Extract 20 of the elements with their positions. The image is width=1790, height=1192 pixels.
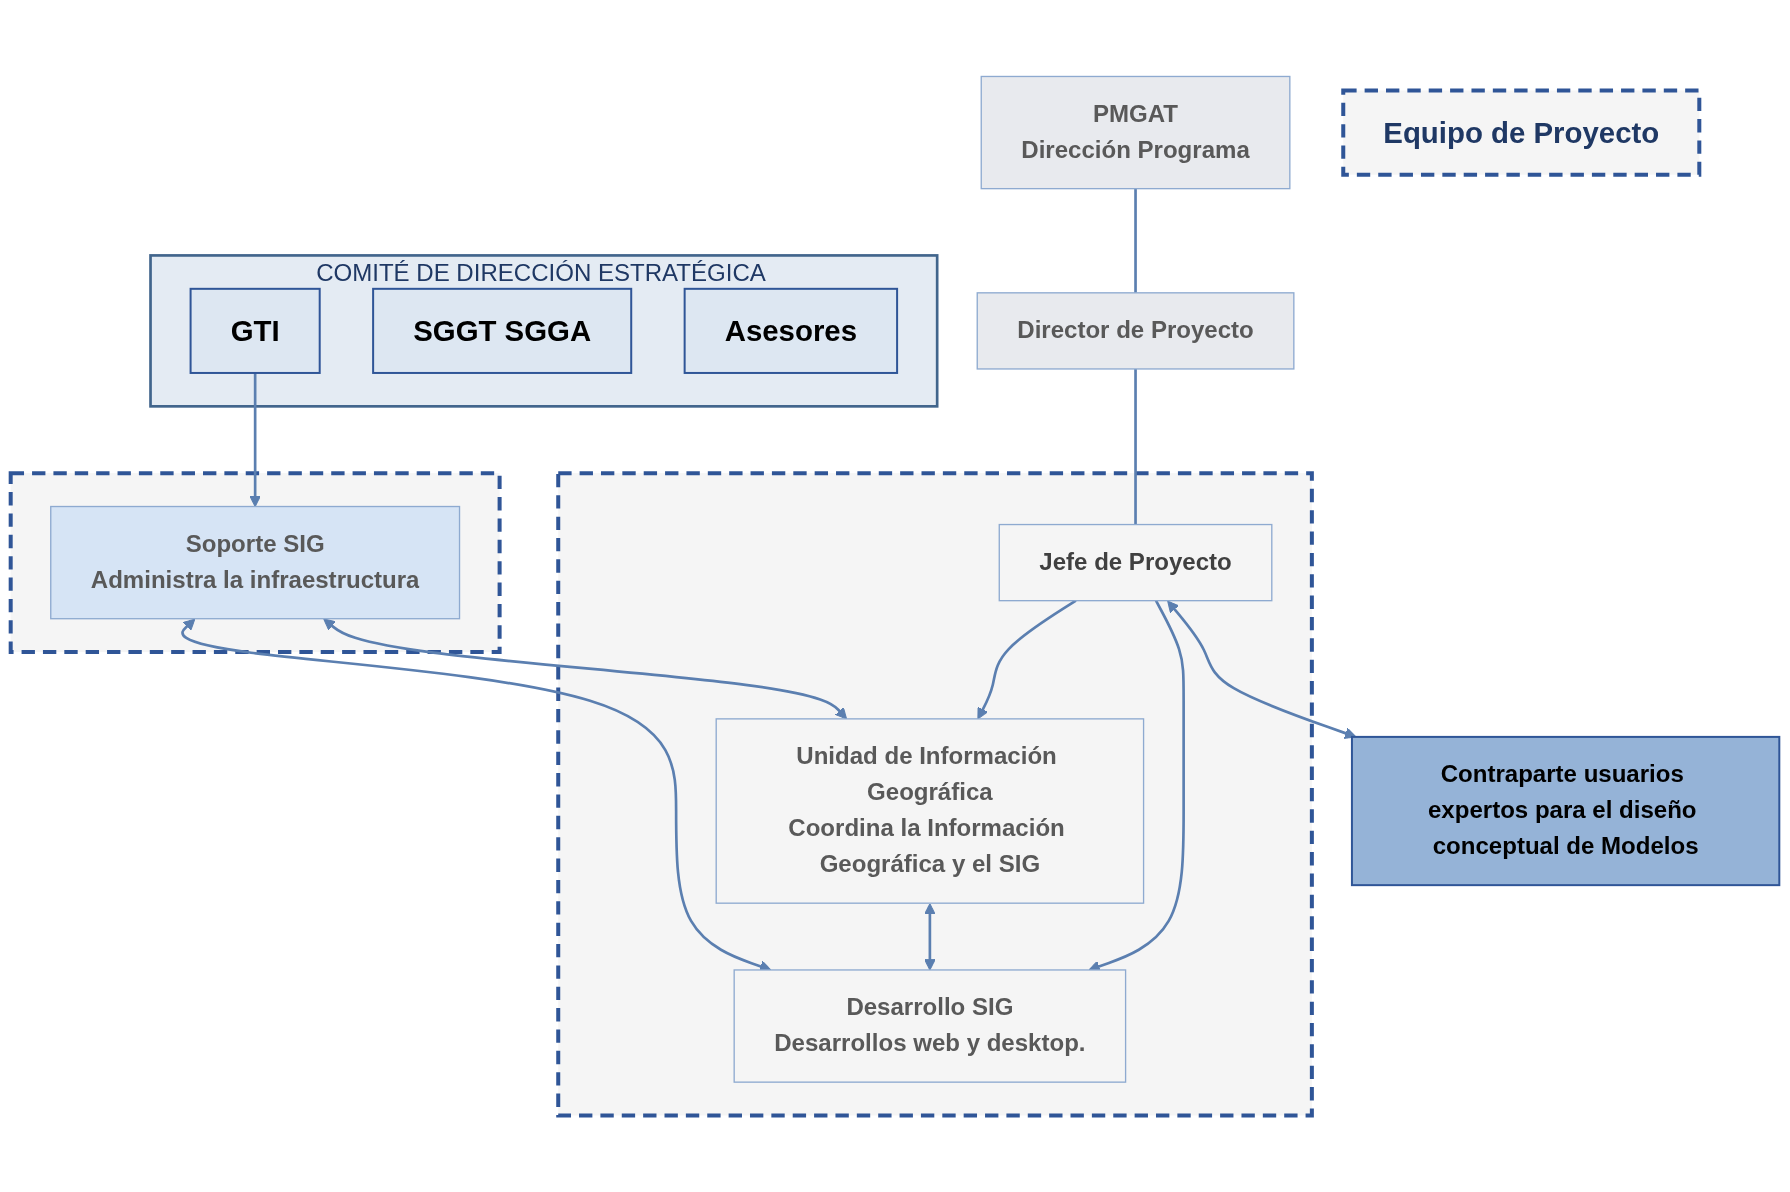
node-box: GTI: [189, 287, 321, 374]
node-box: Unidad de Información Geográfica Coordina la Información Geográfica y el SIG: [715, 718, 1145, 904]
node-box: Soporte SIG Administra la infraestructura: [50, 505, 461, 620]
node-box: Director de Proyecto: [976, 292, 1295, 370]
arrow: [1167, 600, 1357, 739]
node-box: Jefe de Proyecto: [998, 523, 1273, 602]
arrow: [977, 599, 1077, 720]
node-box: Asesores: [683, 287, 899, 374]
cluster: [556, 471, 1314, 1118]
connector: [1134, 188, 1137, 293]
node-box: Contraparte usuarios expertos para el diseño conceptual de Modelos: [1350, 735, 1781, 887]
arrow: [323, 618, 848, 720]
cluster: [8, 471, 502, 655]
node-box: Desarrollo SIG Desarrollos web y desktop.: [733, 969, 1127, 1083]
arrow: [249, 372, 261, 508]
arrow: [924, 903, 936, 971]
node-box: PMGAT Dirección Programa: [980, 75, 1291, 190]
node-box: SGGT SGGA: [372, 287, 633, 374]
connector: [1134, 368, 1137, 525]
node-box: Equipo de Proyecto: [1341, 88, 1702, 177]
